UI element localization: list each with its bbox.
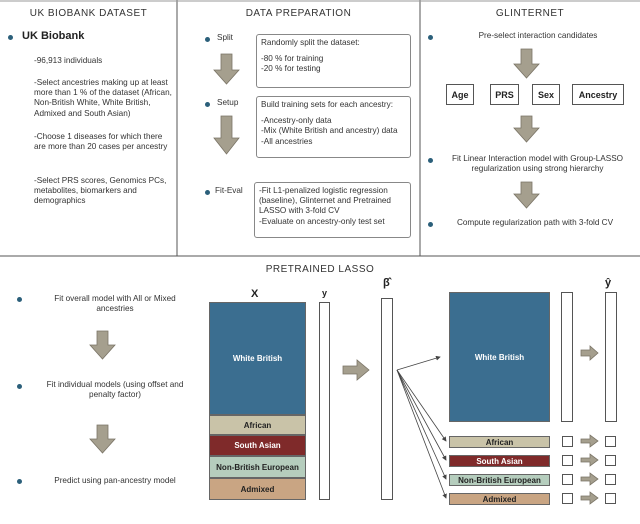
glint-box-ancestry: Ancestry: [572, 84, 624, 105]
bullet-icon: [428, 222, 433, 227]
plasso-step-2: Fit individual models (using offset and …: [46, 380, 184, 400]
header-data-preparation: DATA PREPARATION: [245, 8, 352, 19]
bullet-icon: [17, 479, 22, 484]
beta-vector: [381, 298, 393, 500]
plasso-step-3: Predict using pan-ancestry model: [54, 476, 176, 485]
glint-box-age: Age: [446, 84, 474, 105]
band-white-british: White British: [209, 302, 306, 415]
right-arrow-icon: [580, 345, 599, 361]
x-matrix-label: X: [251, 288, 259, 300]
header-pretrained-lasso: PRETRAINED LASSO: [265, 264, 375, 275]
header-ukb: UK BIOBANK DATASET: [29, 8, 148, 19]
glint-step-3: Compute regularization path with 3-fold …: [456, 218, 614, 227]
glint-box-sex: Sex: [532, 84, 560, 105]
band-south-asian-model: South Asian: [449, 455, 550, 467]
y-vector: [319, 302, 330, 500]
ukb-item: -Select PRS scores, Genomics PCs, metabo…: [34, 176, 167, 206]
coef-square: [562, 493, 573, 504]
prep-step-label-fit-eval: Fit-Eval: [215, 186, 243, 195]
coef-vector-white-british: [561, 292, 573, 422]
right-arrow-icon: [580, 434, 599, 448]
bullet-icon: [8, 35, 13, 40]
prep-step-label-split: Split: [217, 33, 233, 42]
prep-box-fit-eval: -Fit L1-penalized logistic regression (b…: [254, 182, 411, 238]
y-hat-label: ŷ: [605, 277, 612, 289]
prep-step-label-setup: Setup: [217, 98, 239, 107]
band-african: African: [209, 415, 306, 435]
ukb-title: UK Biobank: [22, 30, 85, 42]
down-arrow-icon: [89, 424, 116, 454]
down-arrow-icon: [213, 115, 240, 155]
yhat-square: [605, 474, 616, 485]
glint-box-prs: PRS: [490, 84, 519, 105]
prep-box-setup: Build training sets for each ancestry: -…: [256, 96, 411, 158]
bullet-icon: [428, 158, 433, 163]
fanout-line: [396, 355, 441, 371]
down-arrow-icon: [513, 181, 540, 209]
band-admixed-model: Admixed: [449, 493, 550, 505]
band-south-asian: South Asian: [209, 435, 306, 456]
ukb-item: -Choose 1 diseases for which there are m…: [34, 132, 168, 152]
fanout-line: [396, 369, 447, 461]
down-arrow-icon: [513, 115, 540, 143]
down-arrow-icon: [89, 330, 116, 360]
yhat-vector-white-british: [605, 292, 617, 422]
coef-square: [562, 455, 573, 466]
band-african-model: African: [449, 436, 550, 448]
y-vector-label: y: [322, 288, 328, 298]
band-admixed: Admixed: [209, 478, 306, 500]
bullet-icon: [17, 384, 22, 389]
band-non-british-european-model: Non-British European: [449, 474, 550, 486]
coef-square: [562, 436, 573, 447]
yhat-square: [605, 493, 616, 504]
plasso-step-1: Fit overall model with All or Mixed ance…: [54, 294, 176, 314]
yhat-square: [605, 455, 616, 466]
fanout-line: [396, 369, 447, 480]
beta-hat-label: β̂: [383, 277, 390, 289]
right-arrow-icon: [580, 453, 599, 467]
prep-box-split: Randomly split the dataset: -80 % for tr…: [256, 34, 411, 88]
bullet-icon: [428, 35, 433, 40]
header-glinternet: GLINTERNET: [495, 8, 565, 19]
bullet-icon: [17, 297, 22, 302]
right-arrow-icon: [580, 491, 599, 505]
ukb-item: -Select ancestries making up at least mo…: [34, 78, 172, 118]
right-arrow-icon: [580, 472, 599, 486]
fanout-line: [396, 369, 447, 442]
fanout-line: [396, 369, 447, 499]
bullet-icon: [205, 37, 210, 42]
glint-step-1: Pre-select interaction candidates: [478, 31, 598, 40]
bullet-icon: [205, 102, 210, 107]
coef-square: [562, 474, 573, 485]
down-arrow-icon: [513, 48, 540, 79]
yhat-square: [605, 436, 616, 447]
band-non-british-european: Non-British European: [209, 456, 306, 478]
down-arrow-icon: [213, 53, 240, 85]
ukb-item: -96,913 individuals: [34, 56, 103, 65]
bullet-icon: [205, 190, 210, 195]
band-white-british-model: White British: [449, 292, 550, 422]
right-arrow-icon: [342, 359, 370, 381]
glint-step-2: Fit Linear Interaction model with Group-…: [451, 154, 624, 174]
